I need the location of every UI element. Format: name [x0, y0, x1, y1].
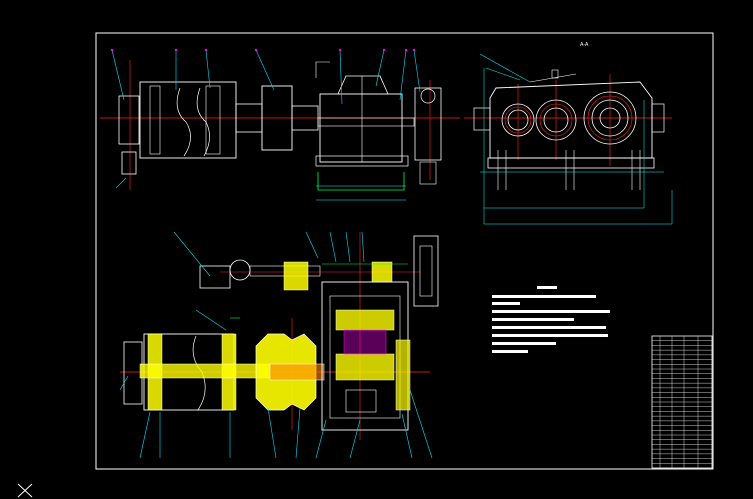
pump-body: [414, 87, 442, 161]
base-dimension: [317, 172, 405, 191]
requirement-line-5: [492, 326, 606, 329]
coupling-bore: [269, 363, 325, 381]
motor-foot: [121, 151, 137, 175]
break-line-2: [196, 87, 210, 157]
anchor-bolts: [497, 150, 641, 190]
leader-dots-front: [110, 48, 416, 52]
upper-gear: [371, 261, 393, 283]
bolt-circles: [504, 95, 633, 141]
requirement-line-7: [492, 342, 556, 345]
pump-rotor: [419, 245, 433, 297]
side-view[interactable]: [464, 53, 673, 225]
pump-foot: [419, 161, 437, 185]
requirement-line-4: [492, 318, 574, 321]
title-block[interactable]: [651, 335, 713, 469]
bearing-cap-section: [395, 339, 411, 411]
gearbox-front: [319, 93, 403, 163]
pump-inlet: [420, 88, 436, 104]
requirement-line-3: [492, 310, 610, 313]
leader-lines-front: [111, 49, 421, 189]
motor-flange-left: [149, 85, 161, 155]
upper-coupling: [283, 261, 309, 291]
drawing-border: [95, 32, 714, 470]
requirements-title: [537, 286, 557, 289]
requirement-line-1: [492, 295, 596, 298]
gearbox-base: [315, 155, 409, 167]
requirement-line-8: [492, 350, 528, 353]
plan-section[interactable]: [119, 231, 439, 459]
motor-flange-right: [205, 85, 221, 155]
section-arrow: [315, 61, 330, 78]
side-dimensions: [480, 67, 673, 225]
requirement-line-6: [492, 334, 608, 337]
leader-side: [479, 53, 531, 83]
break-line: [176, 87, 191, 157]
output-shaft: [317, 117, 415, 127]
gear-3-section: [345, 389, 377, 413]
output-shaft-cap: [651, 103, 665, 133]
motor-body: [139, 81, 237, 159]
ucs-icon: [17, 483, 33, 498]
gearbox-cover: [337, 75, 389, 95]
input-shaft-cap: [473, 107, 491, 131]
motor-end-cap: [118, 95, 140, 145]
view-label: A-A: [580, 42, 589, 48]
motor-shaft-section: [139, 363, 271, 379]
bracket-section: [199, 265, 231, 289]
housing-base: [487, 157, 655, 169]
leader-lines-plan: [119, 231, 433, 459]
pump-section: [413, 235, 439, 307]
gear-1-section: [335, 309, 395, 331]
motor-end-section: [123, 341, 143, 405]
bearing-circles: [501, 91, 637, 145]
front-view[interactable]: [100, 48, 460, 201]
gear-mesh-section: [343, 329, 387, 355]
breather-cap: [551, 69, 559, 79]
requirement-line-2: [492, 302, 520, 305]
bracket-hole: [229, 259, 251, 281]
gear-2-section: [335, 353, 395, 381]
